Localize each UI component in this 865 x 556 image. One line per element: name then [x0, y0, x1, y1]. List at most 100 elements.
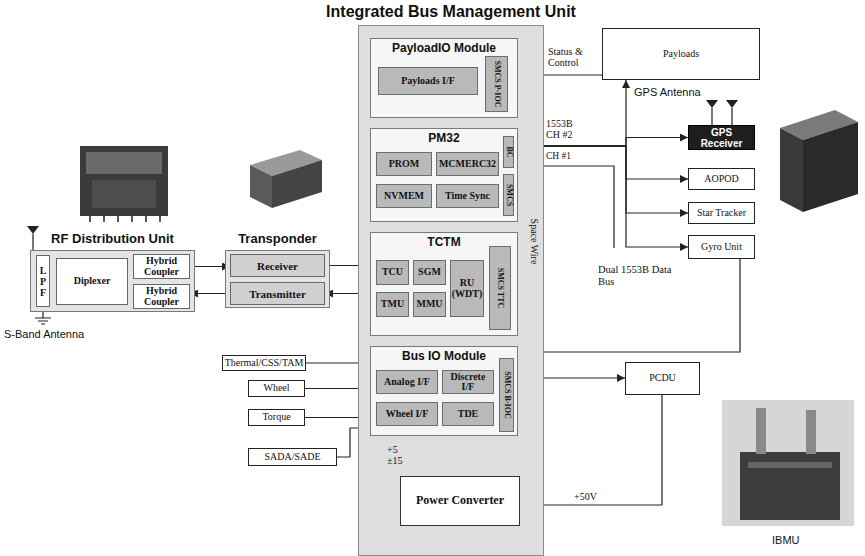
antenna-symbol — [27, 226, 39, 234]
transponder-photo — [272, 160, 322, 208]
gps-antenna-wire — [712, 108, 732, 125]
box-label: L P F — [38, 265, 48, 298]
interface-block: BC — [503, 136, 514, 168]
equipment-box: RF Distribution UnitL P FDiplexerHybrid … — [30, 250, 195, 312]
box-label: Payloads — [603, 49, 759, 60]
connector — [518, 259, 740, 352]
connector — [190, 293, 230, 294]
box-label: TCU — [377, 267, 408, 278]
function-block: Discrete I/F — [442, 370, 494, 394]
equipment-box: Thermal/CSS/TAM — [222, 355, 306, 371]
box-label: BC — [504, 138, 512, 166]
box-label: GPS Receiver — [689, 127, 754, 149]
box-label: PROM — [377, 159, 431, 170]
box-label: Time Sync — [437, 191, 498, 202]
ibmu-photo-board — [806, 410, 816, 454]
box-label: Transmitter — [231, 288, 324, 300]
connector-label: +50V — [574, 491, 597, 502]
equipment-box: Star Tracker — [688, 202, 755, 224]
voltage-label: +5 ±15 — [387, 444, 411, 466]
function-block: Payloads I/F — [378, 67, 478, 95]
rf-unit-photo-detail — [92, 180, 156, 208]
box-label: Power Converter — [401, 494, 519, 507]
box-label: TDE — [443, 409, 493, 420]
box-label: Hybrid Coupler — [134, 256, 189, 277]
box-label: Transponder — [238, 231, 317, 246]
function-block: TMU — [376, 292, 409, 317]
ibmu-photo-housing — [740, 452, 840, 520]
converter-box: Power Converter — [400, 476, 520, 526]
rf-unit-photo-pins — [90, 216, 160, 222]
function-block: Time Sync — [436, 184, 499, 208]
box-label: SMCS B-IOC — [502, 360, 510, 430]
equipment-box: SADA/SADE — [248, 448, 337, 466]
transceiver-block: Receiver — [230, 254, 325, 277]
function-block: MMU — [413, 292, 446, 317]
ibmu-photo-board — [756, 408, 766, 454]
transceiver-block: Transmitter — [230, 282, 325, 305]
equipment-box: Wheel — [248, 380, 305, 397]
box-label: Gyro Unit — [689, 242, 754, 253]
function-block: PROM — [376, 152, 432, 176]
box-label: MCMERC32 — [437, 159, 498, 170]
box-label: Payloads I/F — [379, 76, 477, 87]
box-label: SMCS P-IOC — [492, 58, 500, 110]
connector — [190, 266, 230, 267]
rf-block: Hybrid Coupler — [133, 254, 190, 279]
rf-block: Diplexer — [56, 258, 128, 305]
box-label: Discrete I/F — [443, 372, 493, 393]
rf-unit-photo-detail — [86, 152, 162, 174]
channel-label: CH #1 — [546, 151, 571, 161]
equipment-box: Payloads — [602, 28, 760, 80]
function-block: NVMEM — [376, 184, 432, 208]
equipment-box: PCDU — [625, 362, 700, 395]
box-label: Thermal/CSS/TAM — [223, 358, 305, 369]
module-box: TCTMTCUSGMTMUMMURU (WDT)SMCS TTC — [370, 232, 518, 336]
ibmu-photo-detail — [748, 462, 832, 468]
bus-label: Dual 1553B Data Bus — [598, 264, 690, 287]
box-label: RF Distribution Unit — [51, 231, 174, 246]
box-label: SMCS — [504, 176, 512, 214]
box-label: SADA/SADE — [249, 452, 336, 463]
ibmu-photo — [722, 400, 854, 526]
box-label: Hybrid Coupler — [134, 286, 189, 307]
connector-label: Status & Control — [548, 46, 602, 68]
interface-block: SMCS P-IOC — [485, 56, 508, 112]
box-label: Analog I/F — [377, 377, 437, 388]
rf-unit-photo — [80, 146, 168, 216]
box-label: Torque — [249, 412, 304, 423]
box-label: MMU — [414, 299, 445, 310]
function-block: TDE — [442, 402, 494, 426]
antenna-label: S-Band Antenna — [4, 328, 84, 340]
box-label: Receiver — [231, 260, 324, 272]
box-label: Star Tracker — [689, 208, 754, 219]
box-label: PCDU — [626, 373, 699, 384]
box-label: Integrated Bus Management Unit — [326, 3, 576, 21]
box-label: Wheel I/F — [377, 409, 437, 420]
interface-block: SMCS — [503, 174, 514, 216]
function-block: RU (WDT) — [450, 260, 484, 317]
box-label: PayloadIO Module — [371, 39, 517, 55]
module-box: Bus IO ModuleAnalog I/FDiscrete I/FWheel… — [370, 346, 518, 436]
gps-receiver-photo — [780, 128, 803, 212]
bus-label: 1553B CH #2 — [546, 118, 586, 140]
photo-caption: IBMU — [772, 534, 800, 546]
box-label: SGM — [414, 267, 445, 278]
interface-block: SMCS TTC — [489, 246, 511, 330]
box-label: Wheel — [249, 383, 304, 394]
gps-antenna-symbol — [706, 100, 738, 108]
unit-housing: Integrated Bus Management UnitPayloadIO … — [358, 25, 544, 556]
equipment-box: AOPOD — [688, 168, 755, 190]
equipment-box: Gyro Unit — [688, 235, 755, 259]
interface-block: SMCS B-IOC — [499, 358, 514, 432]
equipment-box: Torque — [248, 409, 305, 426]
connector-label: Space Wire — [529, 212, 540, 272]
function-block: TCU — [376, 260, 409, 285]
filter-block: L P F — [36, 255, 50, 307]
function-block: Wheel I/F — [376, 402, 438, 426]
box-label: RU (WDT) — [451, 278, 483, 299]
box-label: TMU — [377, 299, 408, 310]
module-box: PayloadIO ModulePayloads I/F SMCS P-IOC — [370, 38, 518, 118]
box-label: Diplexer — [57, 276, 127, 287]
antenna-label: GPS Antenna — [634, 86, 701, 98]
